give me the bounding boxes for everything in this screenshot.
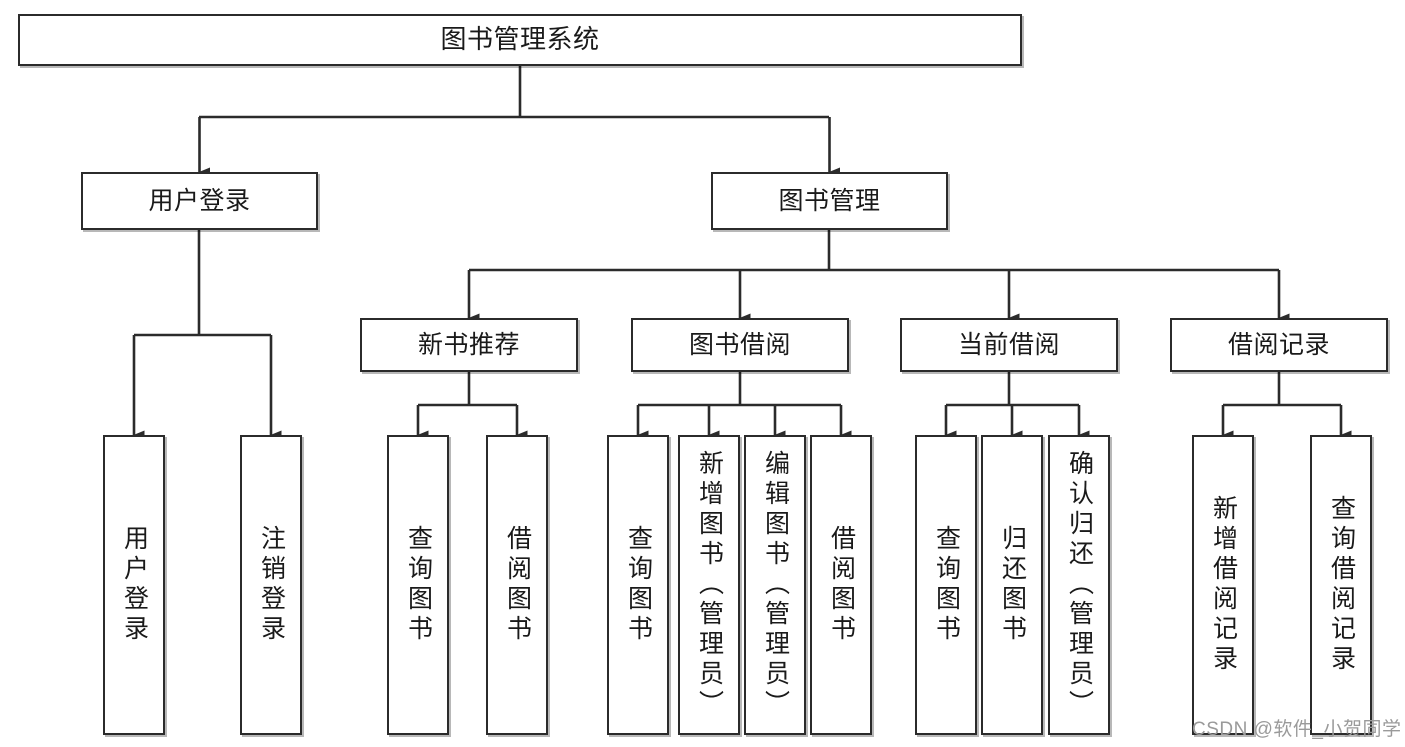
node-leaf-query-book-2: 查询图书 [607,435,669,735]
node-book-manage: 图书管理 [711,172,948,230]
node-leaf-query-record: 查询借阅记录 [1310,435,1372,735]
node-leaf-add-record: 新增借阅记录 [1192,435,1254,735]
node-label-book-manage: 图书管理 [778,187,881,215]
node-root: 图书管理系统 [18,14,1022,66]
node-book-borrow: 图书借阅 [631,318,849,372]
node-leaf-confirm-return: 确认归还（管理员） [1048,435,1110,735]
node-label-borrow-record: 借阅记录 [1227,331,1330,359]
node-leaf-logout: 注销登录 [240,435,302,735]
node-label-root: 图书管理系统 [440,24,600,55]
node-leaf-query-book-1: 查询图书 [387,435,449,735]
node-label-leaf-query-book-2: 查询图书 [624,525,653,645]
node-label-leaf-user-login: 用户登录 [120,525,149,645]
node-leaf-borrow-book-1: 借阅图书 [486,435,548,735]
node-user-login: 用户登录 [81,172,318,230]
node-label-new-book-recommend: 新书推荐 [417,331,520,359]
node-label-current-borrow: 当前借阅 [957,331,1060,359]
node-label-leaf-logout: 注销登录 [257,525,286,645]
node-leaf-user-login: 用户登录 [103,435,165,735]
node-label-leaf-return-book: 归还图书 [998,525,1027,645]
node-label-leaf-add-record: 新增借阅记录 [1209,495,1238,675]
node-current-borrow: 当前借阅 [900,318,1118,372]
node-new-book-recommend: 新书推荐 [360,318,578,372]
node-label-user-login: 用户登录 [148,187,251,215]
node-label-leaf-edit-book: 编辑图书（管理员） [761,450,790,720]
node-label-book-borrow: 图书借阅 [688,331,791,359]
node-label-leaf-confirm-return: 确认归还（管理员） [1065,450,1094,720]
node-leaf-add-book: 新增图书（管理员） [678,435,740,735]
node-label-leaf-borrow-book-1: 借阅图书 [503,525,532,645]
node-label-leaf-borrow-book-2: 借阅图书 [827,525,856,645]
node-leaf-return-book: 归还图书 [981,435,1043,735]
node-leaf-borrow-book-2: 借阅图书 [810,435,872,735]
node-label-leaf-add-book: 新增图书（管理员） [695,450,724,720]
node-borrow-record: 借阅记录 [1170,318,1388,372]
node-leaf-edit-book: 编辑图书（管理员） [744,435,806,735]
node-leaf-query-book-3: 查询图书 [915,435,977,735]
node-label-leaf-query-record: 查询借阅记录 [1327,495,1356,675]
node-label-leaf-query-book-1: 查询图书 [404,525,433,645]
node-label-leaf-query-book-3: 查询图书 [932,525,961,645]
